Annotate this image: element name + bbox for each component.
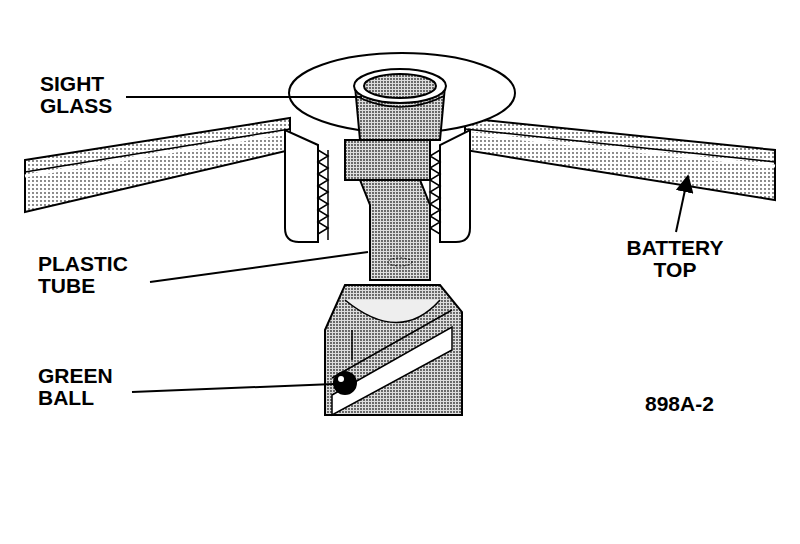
- sight-glass: [364, 74, 436, 98]
- figure-number: 898A-2: [643, 392, 716, 416]
- ball-housing: [325, 285, 462, 415]
- leader-lines: [150, 252, 368, 282]
- plastic-tube: [345, 140, 430, 180]
- part-label: PLASTIC TUBE: [36, 252, 144, 298]
- ball-housing: [345, 300, 440, 323]
- battery-top-plate: [465, 133, 775, 166]
- filler-well: [440, 130, 470, 242]
- ball-housing: [351, 330, 353, 360]
- sight-glass: [356, 96, 444, 107]
- filler-well: [285, 130, 318, 242]
- battery-top-plate: [465, 118, 775, 200]
- part-label: GREEN BALL: [36, 364, 128, 410]
- battery-top-plate: [25, 132, 290, 176]
- ball-housing: [332, 327, 452, 415]
- ball-housing: [325, 285, 462, 415]
- battery-top-plate: [25, 118, 290, 212]
- leader-lines: [126, 96, 362, 98]
- filler-well: [430, 150, 440, 234]
- plastic-tube: [345, 140, 430, 280]
- green-ball: [334, 372, 356, 394]
- battery-top-plate: [465, 129, 775, 162]
- leader-lines: [126, 97, 688, 392]
- ball-housing: [338, 376, 344, 382]
- leader-lines: [676, 176, 688, 232]
- filler-well: [327, 150, 329, 240]
- leader-lines: [132, 384, 334, 392]
- plastic-tube: [360, 180, 430, 280]
- sight-glass: [354, 69, 446, 103]
- ball-housing: [332, 310, 452, 378]
- filler-well: [318, 150, 328, 234]
- battery-top-plate: [25, 129, 290, 172]
- part-label: BATTERY TOP: [614, 236, 736, 282]
- plastic-tube: [388, 258, 412, 266]
- part-label: SIGHT GLASS: [38, 72, 122, 118]
